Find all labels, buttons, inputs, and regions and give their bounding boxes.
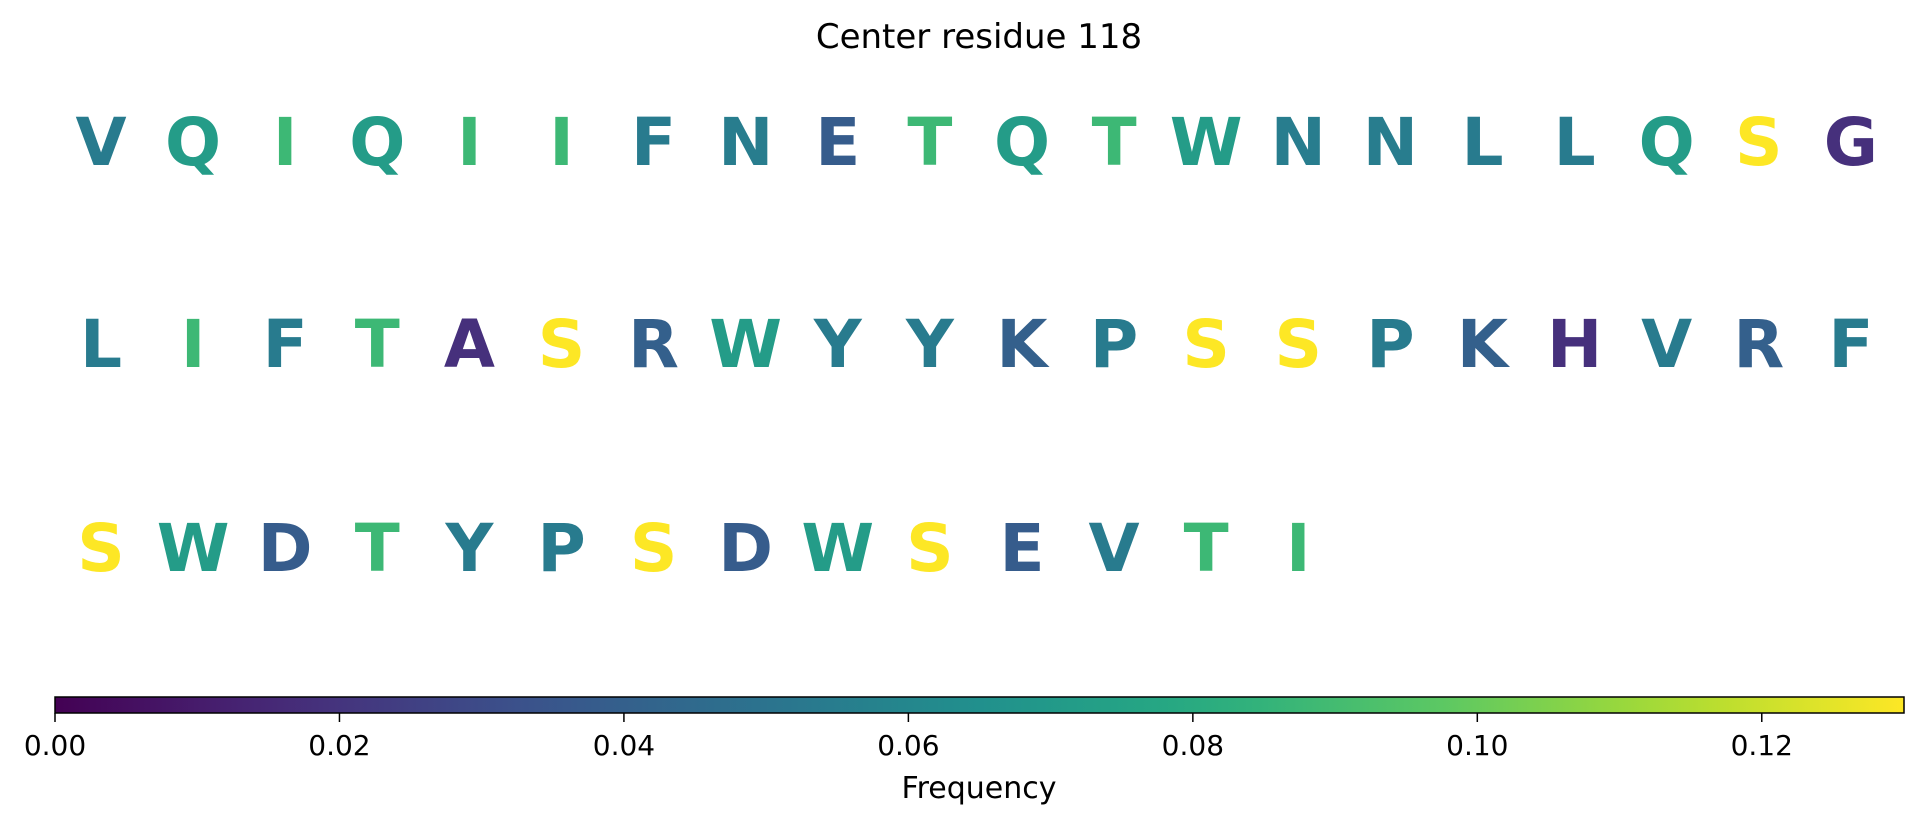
colorbar-tick-label: 0.00 [24, 729, 86, 762]
residue-letter: Q [1639, 104, 1695, 181]
residue-letter: Q [994, 104, 1050, 181]
residue-letter: V [1089, 510, 1140, 587]
residue-letter: W [709, 306, 782, 383]
residue-letter: E [815, 104, 860, 181]
residue-letter: Q [349, 104, 405, 181]
colorbar-tick-label: 0.02 [308, 729, 370, 762]
residue-letter: I [549, 104, 574, 181]
residue-letter: W [157, 510, 230, 587]
residue-letter: I [457, 104, 482, 181]
residue-letter: T [1184, 510, 1229, 587]
residue-letter: S [1182, 306, 1230, 383]
residue-letter: Y [445, 510, 495, 587]
residue-letter: K [996, 306, 1050, 383]
colorbar-gradient [54, 696, 1905, 714]
colorbar-tick-label: 0.04 [593, 729, 655, 762]
residue-letter: S [538, 306, 586, 383]
residue-letter: E [999, 510, 1044, 587]
residue-letter: H [1547, 306, 1602, 383]
residue-letter: S [1735, 104, 1783, 181]
residue-letter: S [77, 510, 125, 587]
residue-letter: Y [813, 306, 863, 383]
residue-letter: R [1733, 306, 1784, 383]
residue-letter: F [631, 104, 676, 181]
residue-letter: Y [905, 306, 955, 383]
colorbar-label: Frequency [902, 771, 1057, 806]
colorbar-tick-label: 0.10 [1446, 729, 1508, 762]
residue-letter: N [1363, 104, 1418, 181]
residue-letter: F [263, 306, 308, 383]
residue-letter: V [75, 104, 126, 181]
residue-letter: L [80, 306, 122, 383]
residue-letter: N [718, 104, 773, 181]
residue-letter: L [1461, 104, 1503, 181]
residue-letter: F [1828, 306, 1873, 383]
residue-letter: T [907, 104, 952, 181]
residue-letter: P [1090, 306, 1138, 383]
residue-letter: A [444, 306, 495, 383]
residue-letter: R [628, 306, 679, 383]
colorbar-tick-label: 0.08 [1162, 729, 1224, 762]
residue-letter: S [906, 510, 954, 587]
residue-letter: G [1824, 104, 1878, 181]
residue-letter: T [355, 510, 400, 587]
residue-letter: V [1641, 306, 1692, 383]
colorbar-tick-label: 0.06 [877, 729, 939, 762]
residue-letter: D [718, 510, 773, 587]
residue-letter: N [1271, 104, 1326, 181]
residue-letter: S [630, 510, 678, 587]
residue-letter: T [1092, 104, 1137, 181]
residue-letter: D [258, 510, 313, 587]
residue-letter: P [537, 510, 585, 587]
residue-letter: I [273, 104, 298, 181]
residue-letter: L [1554, 104, 1596, 181]
residue-letter: I [181, 306, 206, 383]
residue-letter: W [801, 510, 874, 587]
colorbar: 0.00 0.02 0.04 0.06 0.08 0.10 0.12 [24, 696, 1905, 762]
residue-letter: Q [165, 104, 221, 181]
residue-letter: K [1457, 306, 1511, 383]
residue-letter: W [1170, 104, 1243, 181]
chart-title: Center residue 118 [816, 17, 1142, 57]
residue-letter: T [355, 306, 400, 383]
residue-letter: S [1275, 306, 1323, 383]
residue-letter: I [1286, 510, 1311, 587]
residue-letter: P [1366, 306, 1414, 383]
colorbar-tick-label: 0.12 [1731, 729, 1793, 762]
